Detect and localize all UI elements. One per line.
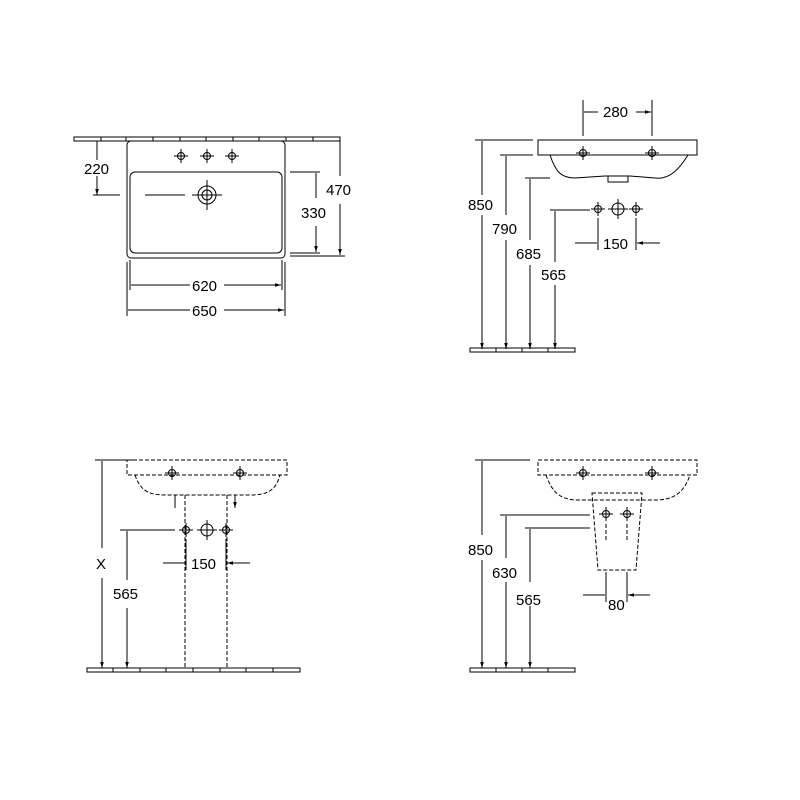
floor-line [86, 667, 301, 673]
floor-line [469, 667, 576, 673]
semi-pedestal-view: 850 630 565 80 [468, 459, 698, 673]
supply-valve-icon [619, 506, 635, 522]
dim-850: 850 [468, 197, 493, 214]
tap-hole-icon [575, 145, 591, 161]
dim-790: 790 [492, 221, 517, 238]
tap-hole-icon [164, 465, 180, 481]
tap-hole-icon [644, 145, 660, 161]
front-view: 280 850 790 685 565 150 [468, 100, 698, 353]
dim-150: 150 [191, 556, 216, 573]
supply-valve-icon [178, 522, 194, 538]
dim-x: X [96, 556, 106, 573]
wall-line [73, 136, 341, 142]
floor-line [469, 347, 576, 353]
supply-valve-icon [598, 506, 614, 522]
dim-470: 470 [326, 182, 351, 199]
dim-630: 630 [492, 565, 517, 582]
tap-hole-icon [644, 465, 660, 481]
tap-hole-icon [575, 465, 591, 481]
dim-565: 565 [541, 267, 566, 284]
pedestal-outline [184, 495, 228, 669]
dim-685: 685 [516, 246, 541, 263]
dim-330: 330 [301, 205, 326, 222]
dim-80: 80 [608, 597, 625, 614]
supply-valve-icon [218, 522, 234, 538]
tap-hole-icon [232, 465, 248, 481]
dim-150: 150 [603, 236, 628, 253]
bowl-outline [129, 171, 283, 254]
top-view: 220 330 470 620 650 [73, 136, 351, 320]
arrow-down-icon [174, 495, 235, 508]
dim-650: 650 [192, 303, 217, 320]
dim-565: 565 [113, 586, 138, 603]
supply-valve-icon [628, 201, 644, 217]
waste-outlet-icon [197, 520, 217, 540]
waste-outlet-icon [608, 199, 628, 219]
dim-620: 620 [192, 278, 217, 295]
dim-220: 220 [84, 161, 109, 178]
dim-565: 565 [516, 592, 541, 609]
drain-icon [192, 180, 222, 210]
dim-280: 280 [603, 104, 628, 121]
semi-pedestal-outline [591, 492, 643, 571]
pedestal-view: X 565 150 [86, 459, 301, 673]
dim-850: 850 [468, 542, 493, 559]
supply-valve-icon [590, 201, 606, 217]
